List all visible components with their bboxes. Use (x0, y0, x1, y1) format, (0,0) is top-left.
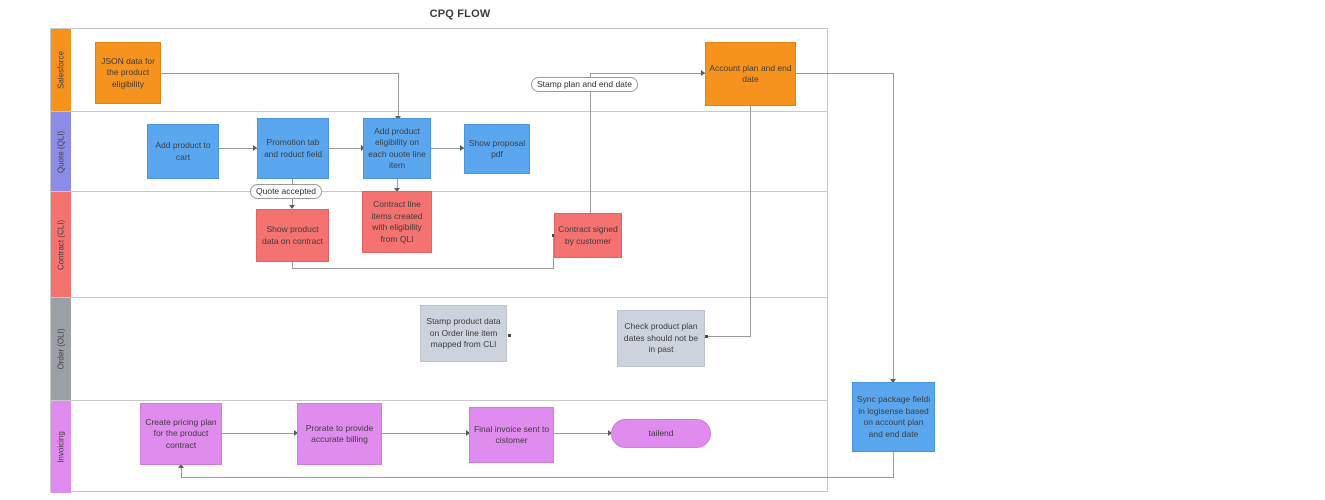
lane-label-invoicing: Invoicing (56, 431, 66, 463)
node-final-invoice[interactable]: Final invoice sent to cistomer (469, 407, 554, 463)
lane-invoicing: Invoicing (51, 401, 827, 493)
node-add-product-to-cart-label: Add product to cart (155, 140, 211, 162)
edge-accountplan-to-sync-v (893, 73, 894, 383)
edge-signed-to-accountplan-arrow (701, 70, 705, 76)
node-check-plan-dates[interactable]: Check product plan dates should not be i… (617, 310, 705, 367)
lane-header-order: Order (OLI) (51, 298, 71, 400)
node-create-pricing-plan[interactable]: Create pricing plan for the product cont… (140, 403, 222, 465)
lane-salesforce: Salesforce (51, 29, 827, 112)
node-check-plan-dates-label: Check product plan dates should not be i… (623, 321, 699, 355)
edge-prorate-to-invoice-arrow (466, 430, 470, 436)
node-contract-signed[interactable]: Contract signed by customer (554, 213, 622, 258)
edge-sync-to-pricing-h (181, 477, 894, 478)
node-show-product-data-label: Show product data on contract (262, 224, 323, 246)
edge-accountplan-to-sync-arrow (890, 379, 896, 383)
edge-pricing-to-prorate (222, 433, 297, 434)
edge-sync-to-pricing-v2 (181, 468, 182, 478)
page-title: CPQ FLOW (429, 8, 491, 20)
edge-label-stamp-plan-text: Stamp plan and end date (537, 79, 632, 89)
node-create-pricing-plan-label: Create pricing plan for the product cont… (145, 416, 217, 450)
edge-accountplan-to-check-v (750, 106, 751, 337)
node-stamp-product-data[interactable]: Stamp product data on Order line item ma… (420, 305, 507, 362)
edge-pricing-to-prorate-arrow (294, 430, 298, 436)
edge-signed-to-accountplan-h (590, 73, 705, 74)
node-prorate-billing[interactable]: Prorate to provide accurate billing (297, 403, 382, 465)
edge-promotion-to-showdata-lower (292, 199, 293, 208)
node-prorate-billing-label: Prorate to provide accurate billing (305, 422, 374, 445)
edge-sync-to-pricing-v1 (893, 452, 894, 478)
edge-label-quote-accepted: Quote accepted (250, 184, 323, 199)
node-account-plan-label: Account plan and end date (709, 62, 792, 85)
edge-label-stamp-plan-and-end-date: Stamp plan and end date (531, 77, 638, 92)
edge-showdata-to-signed-endpoint (552, 234, 555, 237)
edge-promotion-to-eligibility (329, 148, 366, 149)
lane-label-order: Order (OLI) (56, 328, 66, 370)
edge-invoice-to-tailend (554, 433, 611, 434)
edge-cart-to-promotion (219, 148, 257, 149)
edge-label-quote-accepted-text: Quote accepted (256, 186, 317, 196)
lane-label-salesforce: Salesforce (56, 51, 66, 89)
node-show-product-data[interactable]: Show product data on contract (256, 209, 329, 262)
lane-quote: Quote (QLI) (51, 112, 827, 192)
edge-eligibility-to-pdf (431, 148, 464, 149)
node-contract-line-items[interactable]: Contract line items created with eligibi… (362, 191, 432, 253)
lane-order: Order (OLI) (51, 298, 827, 401)
lane-header-salesforce: Salesforce (51, 29, 71, 111)
node-contract-line-items-label: Contract line items created with eligibi… (371, 199, 423, 244)
lane-header-contract: Contract (CLI) (51, 192, 71, 297)
edge-prorate-to-invoice (382, 433, 469, 434)
edge-promotion-to-showdata-arrow (289, 205, 295, 209)
node-account-plan[interactable]: Account plan and end date (705, 42, 796, 106)
node-add-product-eligibility[interactable]: Add product eligibility on each ouote li… (363, 118, 431, 179)
node-json-data-label: JSON data for the product eligibility (101, 55, 155, 89)
edge-accountplan-to-check-h (707, 336, 751, 337)
edge-eligibility-to-cli-arrow (394, 188, 400, 192)
lane-header-quote: Quote (QLI) (51, 112, 71, 191)
node-promotion-tab-label: Promotion tab and roduct field (263, 137, 323, 159)
node-tailend-label: tailend (648, 427, 674, 438)
lane-label-contract: Contract (CLI) (56, 219, 66, 270)
node-sync-package[interactable]: Sync package fieldi in logisense based o… (852, 382, 935, 452)
lane-header-invoicing: Invoicing (51, 401, 71, 493)
edge-showdata-to-signed-v2 (553, 235, 554, 269)
node-json-data[interactable]: JSON data for the product eligibility (95, 42, 161, 104)
edge-showdata-to-signed-h (292, 268, 554, 269)
node-show-proposal-pdf-label: Show proposal pdf (468, 137, 526, 160)
node-promotion-tab[interactable]: Promotion tab and roduct field (257, 118, 329, 179)
node-sync-package-label: Sync package fieldi in logisense based o… (856, 394, 931, 439)
edge-json-to-eligibility-h (161, 73, 398, 74)
lane-label-quote: Quote (QLI) (56, 130, 66, 173)
node-add-product-eligibility-label: Add product eligibility on each ouote li… (368, 125, 426, 171)
node-tailend[interactable]: tailend (611, 419, 711, 448)
edge-cart-to-promotion-arrow (253, 145, 257, 151)
node-final-invoice-label: Final invoice sent to cistomer (473, 423, 550, 446)
lane-contract: Contract (CLI) (51, 192, 827, 298)
edge-promotion-to-showdata-upper (292, 179, 293, 185)
node-contract-signed-label: Contract signed by customer (558, 224, 618, 246)
node-show-proposal-pdf[interactable]: Show proposal pdf (464, 124, 530, 174)
edge-json-to-eligibility-v (398, 73, 399, 118)
node-add-product-to-cart[interactable]: Add product to cart (147, 124, 219, 179)
edge-signed-to-accountplan-v (590, 73, 591, 213)
edge-showdata-to-signed-v1 (292, 262, 293, 269)
stamp-product-data-endpoint (508, 334, 511, 337)
edge-eligibility-to-cli (397, 179, 398, 191)
edge-accountplan-to-check-endpoint (705, 335, 708, 338)
edge-eligibility-to-pdf-arrow (460, 145, 464, 151)
node-stamp-product-data-label: Stamp product data on Order line item ma… (426, 316, 501, 350)
edge-invoice-to-tailend-arrow (608, 430, 612, 436)
edge-accountplan-to-sync-h (796, 73, 894, 74)
